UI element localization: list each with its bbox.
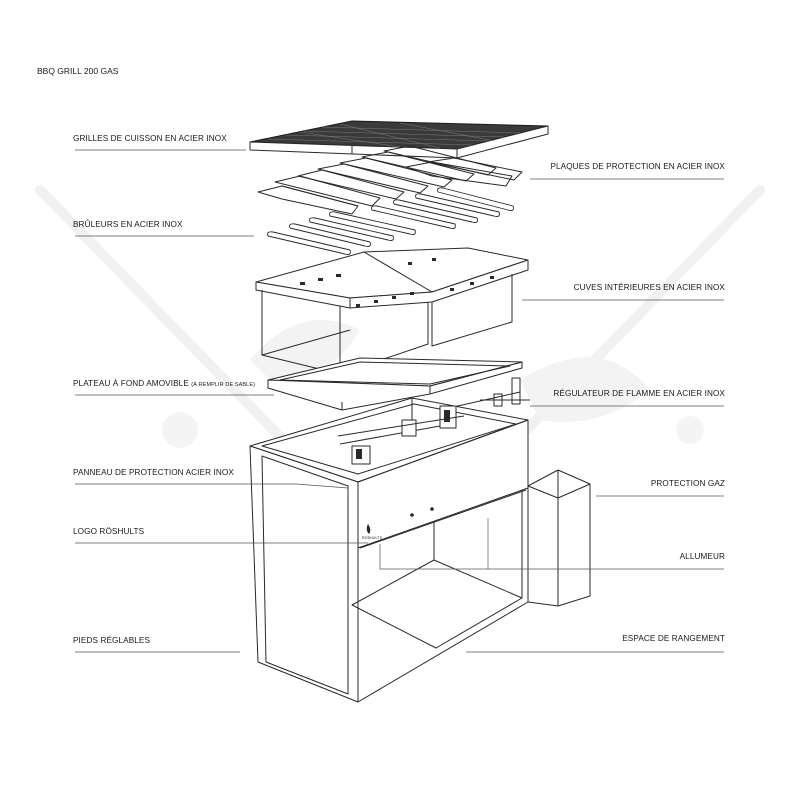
removable-tray	[267, 357, 523, 411]
cabinet-logo-text: RÖSHULTS	[362, 536, 383, 540]
label-plateau-note: (À REMPLIR DE SABLE)	[191, 382, 256, 388]
label-pieds: PIEDS RÉGLABLES	[73, 636, 151, 645]
cabinet	[249, 397, 529, 703]
flame-regulator	[439, 377, 530, 411]
inner-tanks	[255, 247, 529, 375]
label-espace: ESPACE DE RANGEMENT	[622, 634, 725, 643]
label-plaques: PLAQUES DE PROTECTION EN ACIER INOX	[550, 162, 725, 171]
label-panneau: PANNEAU DE PROTECTION ACIER INOX	[73, 468, 234, 477]
label-protection-gaz: PROTECTION GAZ	[650, 479, 725, 488]
label-grilles: GRILLES DE CUISSON EN ACIER INOX	[73, 134, 227, 143]
cooking-grill	[249, 120, 549, 159]
deflector-plates	[257, 145, 523, 215]
burner-tubes	[267, 187, 514, 255]
label-cuves: CUVES INTÉRIEURES EN ACIER INOX	[573, 283, 725, 292]
gas-protection-panel	[527, 469, 591, 607]
diagram-title: BBQ GRILL 200 GAS	[37, 66, 119, 76]
label-plateau: PLATEAU À FOND AMOVIBLE (À REMPLIR DE SA…	[73, 379, 255, 390]
label-plateau-main: PLATEAU À FOND AMOVIBLE	[73, 379, 189, 388]
label-bruleurs: BRÛLEURS EN ACIER INOX	[73, 220, 183, 229]
label-logo: LOGO RÖSHULTS	[73, 527, 145, 536]
label-allumeur: ALLUMEUR	[679, 552, 725, 561]
label-regulateur: RÉGULATEUR DE FLAMME EN ACIER INOX	[553, 389, 725, 398]
leader-lines	[75, 149, 724, 653]
